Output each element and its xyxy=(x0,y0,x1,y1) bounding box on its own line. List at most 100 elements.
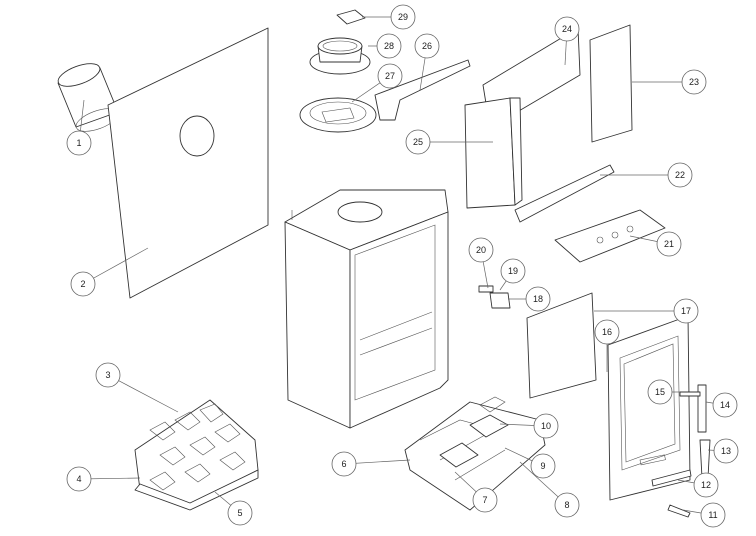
part-latch-plate xyxy=(651,469,692,487)
callout-circle xyxy=(713,438,739,464)
callout-circle xyxy=(647,379,673,405)
part-grate-rail xyxy=(514,164,615,223)
callout-17: 17 xyxy=(673,298,699,324)
callout-25: 25 xyxy=(405,129,431,155)
callout-14: 14 xyxy=(712,392,738,418)
callout-label: 13 xyxy=(721,446,731,456)
callout-circle xyxy=(525,286,551,312)
callout-circle xyxy=(712,392,738,418)
callout-label: 6 xyxy=(341,459,346,469)
callout-8: 8 xyxy=(554,492,580,518)
callout-circle xyxy=(376,33,402,59)
callout-circle xyxy=(554,16,580,42)
callout-circle xyxy=(227,500,253,526)
callout-21: 21 xyxy=(656,231,682,257)
callout-label: 23 xyxy=(689,77,699,87)
callout-label: 15 xyxy=(655,387,665,397)
part-fuel-bed xyxy=(404,396,546,511)
callout-label: 18 xyxy=(533,294,543,304)
callout-label: 10 xyxy=(541,421,551,431)
callout-28: 28 xyxy=(376,33,402,59)
callout-circle xyxy=(533,413,559,439)
callout-2: 2 xyxy=(70,271,96,297)
callout-24: 24 xyxy=(554,16,580,42)
part-firebricks xyxy=(464,27,581,209)
leader-line-3 xyxy=(107,374,179,413)
callout-13: 13 xyxy=(713,438,739,464)
callout-circle xyxy=(673,298,699,324)
callout-label: 22 xyxy=(675,170,685,180)
callout-circle xyxy=(681,69,707,95)
part-small-plate xyxy=(336,9,366,25)
callout-19: 19 xyxy=(500,258,526,284)
part-latch-screw xyxy=(667,504,691,518)
callout-label: 3 xyxy=(105,370,110,380)
part-log-set xyxy=(134,399,259,511)
callout-label: 26 xyxy=(422,41,432,51)
callout-label: 8 xyxy=(564,500,569,510)
callout-label: 4 xyxy=(76,474,81,484)
callout-label: 2 xyxy=(80,279,85,289)
part-flue-ring-plate xyxy=(299,97,377,133)
callout-circle xyxy=(390,4,416,30)
callout-circle xyxy=(554,492,580,518)
callout-circle xyxy=(377,63,403,89)
callout-label: 27 xyxy=(385,71,395,81)
callout-15: 15 xyxy=(647,379,673,405)
callout-5: 5 xyxy=(227,500,253,526)
callout-label: 24 xyxy=(562,24,572,34)
callout-circle xyxy=(95,362,121,388)
part-grate-plate xyxy=(554,209,666,263)
callout-11: 11 xyxy=(700,502,726,528)
callout-circle xyxy=(472,487,498,513)
callout-label: 29 xyxy=(398,12,408,22)
callout-label: 11 xyxy=(708,510,717,520)
part-flue-collar xyxy=(309,37,371,75)
callout-23: 23 xyxy=(681,69,707,95)
part-heat-shield-plate xyxy=(107,27,269,299)
callout-4: 4 xyxy=(66,466,92,492)
callout-circle xyxy=(700,502,726,528)
callout-26: 26 xyxy=(414,33,440,59)
callout-10: 10 xyxy=(533,413,559,439)
callout-circle xyxy=(66,466,92,492)
callout-circle xyxy=(414,33,440,59)
callout-label: 5 xyxy=(237,508,242,518)
callout-label: 28 xyxy=(384,41,394,51)
callout-1: 1 xyxy=(66,130,92,156)
callout-label: 1 xyxy=(76,138,81,148)
part-handle-cover xyxy=(699,439,711,479)
callout-27: 27 xyxy=(377,63,403,89)
callout-label: 20 xyxy=(476,245,486,255)
callout-circle xyxy=(500,258,526,284)
part-handle-pin xyxy=(679,391,701,397)
callout-label: 7 xyxy=(482,495,487,505)
part-stove-body xyxy=(284,189,449,429)
callout-7: 7 xyxy=(472,487,498,513)
callout-circle xyxy=(594,319,620,345)
callout-label: 9 xyxy=(540,461,545,471)
part-baffle-bracket xyxy=(374,59,471,121)
callout-circle xyxy=(70,271,96,297)
callout-3: 3 xyxy=(95,362,121,388)
callout-circle xyxy=(405,129,431,155)
callout-label: 19 xyxy=(508,266,518,276)
callout-9: 9 xyxy=(530,453,556,479)
callout-circle xyxy=(530,453,556,479)
part-door-glass xyxy=(526,292,597,399)
callout-circle xyxy=(656,231,682,257)
callout-circle xyxy=(693,472,719,498)
callout-22: 22 xyxy=(667,162,693,188)
callout-label: 12 xyxy=(701,480,711,490)
callout-16: 16 xyxy=(594,319,620,345)
part-side-firebrick xyxy=(589,24,633,143)
part-door xyxy=(607,315,691,501)
callout-12: 12 xyxy=(693,472,719,498)
callout-label: 21 xyxy=(664,239,674,249)
callout-6: 6 xyxy=(331,451,357,477)
callout-18: 18 xyxy=(525,286,551,312)
callout-label: 16 xyxy=(602,327,612,337)
callout-20: 20 xyxy=(468,237,494,263)
callout-circle xyxy=(331,451,357,477)
